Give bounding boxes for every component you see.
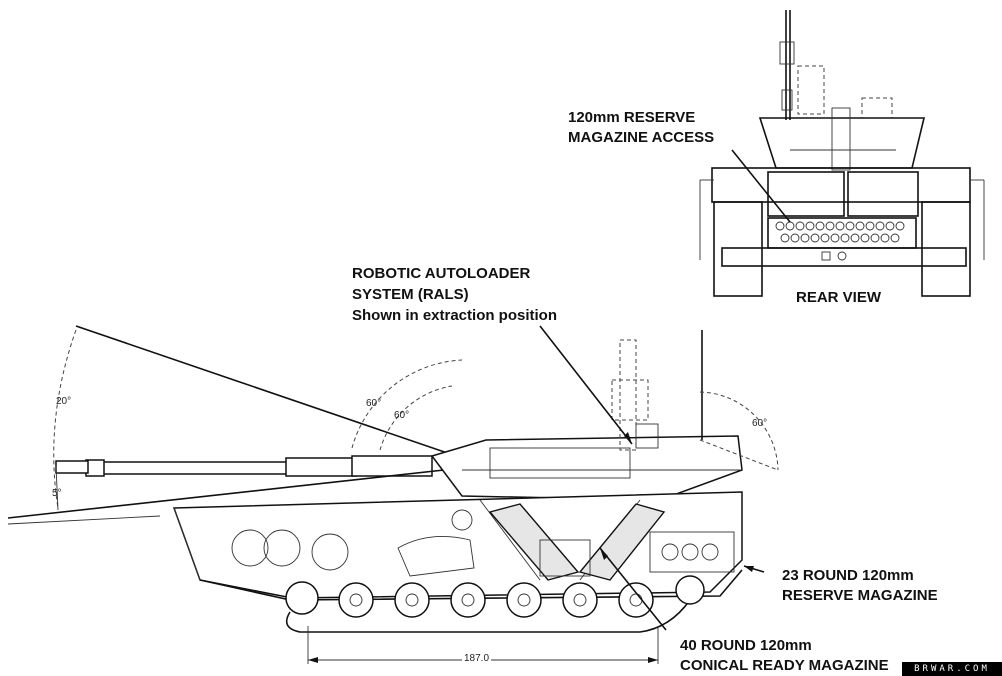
- ready-magazine-label-line1: 40 ROUND 120mm: [680, 637, 812, 654]
- elevation-angle-label: 20°: [56, 396, 72, 407]
- rals-label-line3: Shown in extraction position: [352, 307, 558, 324]
- watermark: BRWAR.COM: [902, 662, 1002, 676]
- length-dimension-label: 187.0: [462, 653, 492, 664]
- rear-view-caption: REAR VIEW: [796, 289, 882, 306]
- reserve-access-label-line2: MAGAZINE ACCESS: [568, 129, 715, 146]
- rear-view-drawing: [699, 10, 985, 297]
- depression-angle-label: 5°: [52, 488, 62, 499]
- side-view-drawing: [7, 325, 779, 664]
- reserve-magazine-label-line1: 23 ROUND 120mm: [782, 567, 914, 584]
- rals-label-line2: SYSTEM (RALS): [352, 286, 469, 303]
- hatch-angle-a-label: 60°: [366, 398, 382, 409]
- ready-magazine-label-line2: CONICAL READY MAGAZINE: [680, 657, 889, 674]
- reserve-access-label-line1: 120mm RESERVE: [568, 109, 696, 126]
- rals-label-line1: ROBOTIC AUTOLOADER: [352, 265, 531, 282]
- hatch-angle-b-label: 60°: [394, 410, 410, 421]
- reserve-magazine-label-line2: RESERVE MAGAZINE: [782, 587, 938, 604]
- rear-angle-label: 60°: [752, 418, 768, 429]
